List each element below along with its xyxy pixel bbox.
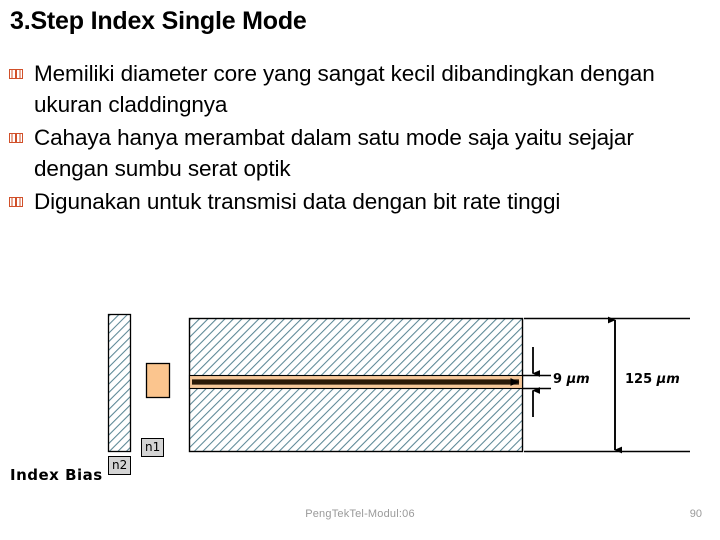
- open-book-icon: [8, 186, 25, 214]
- list-item: Memiliki diameter core yang sangat kecil…: [8, 58, 712, 120]
- list-item-text: Memiliki diameter core yang sangat kecil…: [34, 61, 655, 117]
- cladding-diameter-value: 125: [625, 372, 653, 387]
- core-diameter-value: 9: [553, 372, 563, 387]
- n1-label: n1: [141, 438, 165, 457]
- core-region: [188, 374, 524, 390]
- cladding-diameter-unit: µm: [656, 372, 680, 387]
- list-item-text: Digunakan untuk transmisi data dengan bi…: [34, 189, 561, 214]
- index-bias-label: Index Bias: [10, 466, 103, 484]
- list-item: Digunakan untuk transmisi data dengan bi…: [8, 186, 712, 217]
- list-item: Cahaya hanya merambat dalam satu mode sa…: [8, 122, 712, 184]
- page-title: 3.Step Index Single Mode: [10, 7, 307, 35]
- core-dimension: [523, 347, 551, 417]
- bullet-list: Memiliki diameter core yang sangat kecil…: [8, 58, 712, 219]
- core-diameter-unit: µm: [566, 372, 590, 387]
- n2-label: n2: [108, 456, 132, 475]
- open-book-icon: [8, 58, 25, 86]
- footer-text: PengTekTel-Modul:06: [305, 508, 415, 520]
- page-number: 90: [689, 508, 702, 520]
- open-book-icon: [8, 122, 25, 150]
- n1-profile-block: [145, 362, 171, 399]
- core-diameter-label: 9 µm: [553, 372, 590, 387]
- list-item-text: Cahaya hanya merambat dalam satu mode sa…: [34, 125, 634, 181]
- cladding-region: [188, 317, 524, 453]
- n2-profile-bar: [107, 313, 132, 453]
- cladding-diameter-label: 125 µm: [625, 372, 680, 387]
